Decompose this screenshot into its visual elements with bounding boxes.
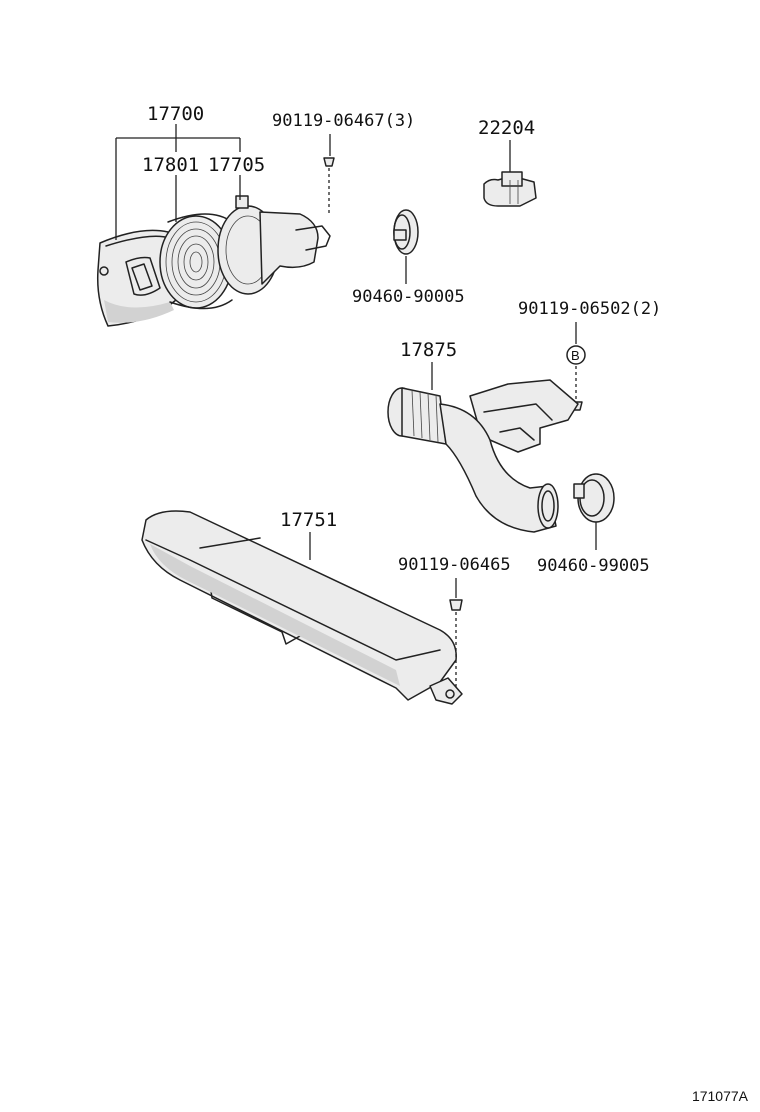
hose-clamp-90460-99005[interactable] <box>573 473 615 523</box>
label-17705: 17705 <box>208 154 265 176</box>
filter-element <box>159 213 233 310</box>
label-22204: 22204 <box>478 117 535 139</box>
reference-b-text: B <box>571 348 580 363</box>
label-17875: 17875 <box>400 339 457 361</box>
label-17700: 17700 <box>147 103 204 125</box>
label-clamp-90460-90005: 90460-90005 <box>352 287 465 307</box>
label-clamp-90460-99005: 90460-99005 <box>537 556 650 576</box>
label-bolt-90119-06465: 90119-06465 <box>398 555 511 575</box>
sensor-part-22204[interactable] <box>483 171 537 207</box>
air-inlet-hose[interactable] <box>387 379 579 533</box>
hose-clamp-90460-90005[interactable] <box>393 209 419 255</box>
bolt-90119-06465[interactable] <box>449 599 463 688</box>
air-cleaner-cap <box>217 195 331 295</box>
air-cleaner-case <box>96 229 177 327</box>
leader-17700 <box>115 124 241 240</box>
label-17801: 17801 <box>142 154 199 176</box>
air-cleaner-assembly[interactable] <box>96 195 331 327</box>
label-bolt-90119-06502: 90119-06502(2) <box>518 299 661 319</box>
bolt-90119-06467[interactable] <box>323 157 335 214</box>
figure-id: 171077A <box>691 1088 748 1104</box>
air-inlet-duct[interactable] <box>141 510 463 705</box>
label-17751: 17751 <box>280 509 337 531</box>
reference-marker-b: B <box>566 345 586 365</box>
label-bolt-90119-06467: 90119-06467(3) <box>272 111 415 131</box>
